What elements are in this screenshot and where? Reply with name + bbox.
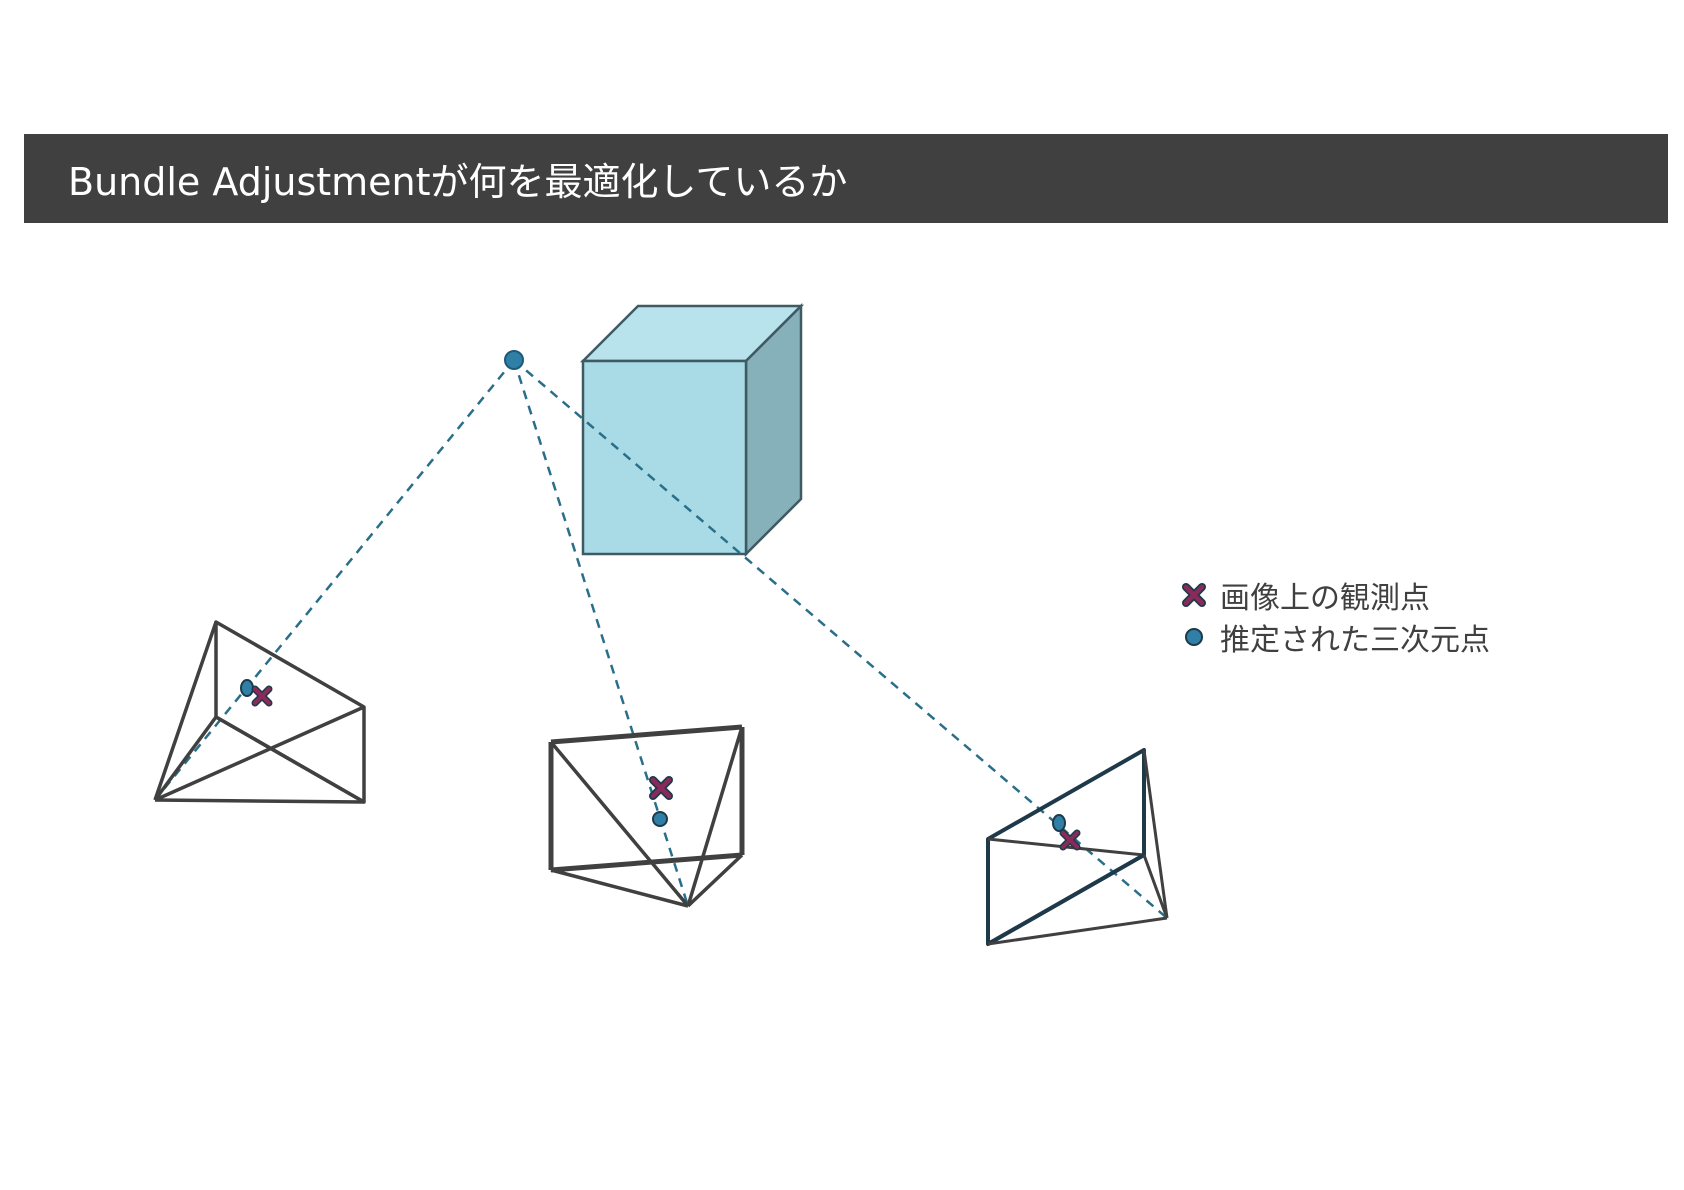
legend-label-estimated: 推定された三次元点 xyxy=(1220,623,1490,658)
camera-center-estimated-projection xyxy=(652,811,668,827)
legend: 画像上の観測点 推定された三次元点 xyxy=(1180,574,1600,658)
camera-right-estimated-projection xyxy=(1052,814,1066,832)
camera-left-edge-mid xyxy=(153,715,218,802)
camera-center-plane-top xyxy=(550,724,743,745)
camera-right-edge-bottom xyxy=(987,916,1168,946)
estimated-3d-point xyxy=(504,350,524,370)
legend-label-observed: 画像上の観測点 xyxy=(1220,581,1430,616)
title-bar: Bundle Adjustmentが何を最適化しているか xyxy=(24,134,1668,223)
cross-marker-icon xyxy=(1180,581,1208,609)
camera-center-edge-d xyxy=(686,853,744,908)
camera-right-edge-mid xyxy=(1142,854,1169,919)
camera-center-plane-bottom xyxy=(550,852,743,873)
camera-left-diagonal-a xyxy=(215,715,365,804)
cube-object xyxy=(579,302,805,558)
camera-center-observed-point xyxy=(649,776,673,800)
legend-item-observed: 画像上の観測点 xyxy=(1180,574,1600,616)
camera-center-edge-a xyxy=(549,740,690,908)
camera-left-observed-point xyxy=(251,685,273,707)
camera-center xyxy=(548,724,745,908)
ray-left-camera xyxy=(154,359,515,801)
camera-center-edge-c xyxy=(686,726,744,907)
camera-right-observed-point xyxy=(1059,829,1081,851)
camera-center-edge-b xyxy=(550,868,689,908)
camera-left-diagonal-b xyxy=(154,705,365,802)
camera-right-diagonal-b xyxy=(987,853,1145,946)
dot-marker-icon xyxy=(1180,623,1208,651)
legend-item-estimated: 推定された三次元点 xyxy=(1180,616,1600,658)
cube-front-face xyxy=(581,359,748,556)
page-title: Bundle Adjustmentが何を最適化しているか xyxy=(68,160,848,204)
camera-left-estimated-projection xyxy=(240,679,254,697)
camera-left-image-plane xyxy=(214,620,366,804)
camera-right-edge-top xyxy=(1142,749,1169,919)
camera-left-edge-top xyxy=(153,621,218,801)
camera-left-edge-bottom xyxy=(154,798,365,804)
camera-left xyxy=(153,620,366,804)
